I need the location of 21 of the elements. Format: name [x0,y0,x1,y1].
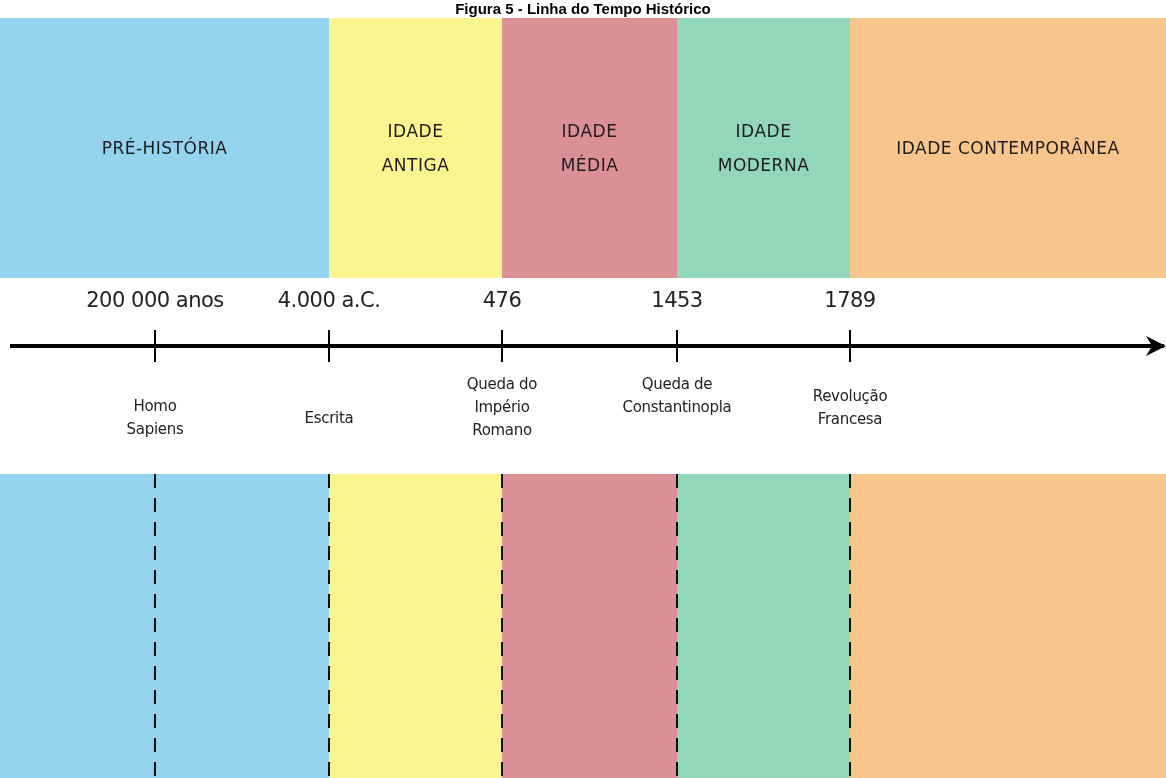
date-label: 476 [482,288,522,312]
era-heading: IDADE MODERNA [716,120,811,177]
date-label: 200 000 anos [86,288,224,312]
era-band [850,18,1166,278]
event-label: Queda do Império Romano [465,374,539,441]
event-label: Escrita [303,408,355,429]
era-band [502,18,677,278]
figure-title: Figura 5 - Linha do Tempo Histórico [454,0,712,18]
era-band [677,18,850,278]
event-label: Homo Sapiens [125,396,185,440]
era-heading: IDADE CONTEMPORÂNEA [896,136,1120,160]
date-label: 1789 [824,288,876,312]
date-label: 1453 [651,288,703,312]
era-band [0,18,329,278]
era-heading: IDADE ANTIGA [380,120,451,177]
era-heading: IDADE MÉDIA [559,120,620,177]
era-heading: PRÉ-HISTÓRIA [101,136,228,160]
event-label: Revolução Francesa [811,386,889,430]
event-label: Queda de Constantinopla [621,374,733,418]
date-label: 4.000 a.C. [277,288,381,312]
era-band [329,18,502,278]
